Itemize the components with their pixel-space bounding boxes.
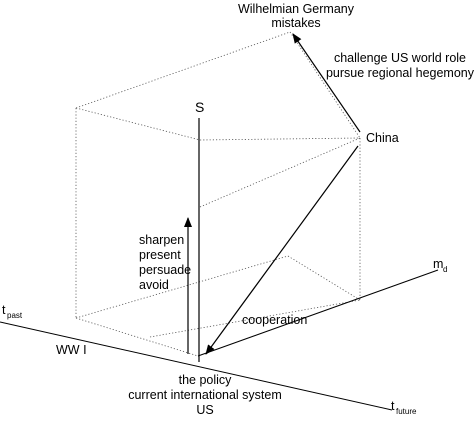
- regional-hegemony-label: pursue regional hegemony: [326, 66, 474, 80]
- persuade-label: persuade: [139, 263, 191, 277]
- wilhelmian-germany-label: Wilhelmian Germany: [238, 2, 355, 16]
- china-label: China: [366, 131, 399, 145]
- challenge-label: challenge US world role: [334, 51, 466, 65]
- us-label: US: [196, 403, 213, 417]
- current-international-system-label: current international system: [128, 388, 282, 402]
- m-axis-subscript: d: [443, 265, 447, 274]
- mistakes-label: mistakes: [271, 16, 320, 30]
- ww1-label: WW I: [56, 343, 87, 357]
- sharpen-label: sharpen: [139, 233, 184, 247]
- t-future-label: t: [391, 399, 395, 413]
- m-axis-line: [197, 269, 439, 357]
- cooperation-arrow: [205, 145, 359, 355]
- t-axis-line: [0, 321, 393, 411]
- the-policy-label: the policy: [179, 373, 233, 387]
- cooperation-label: cooperation: [242, 313, 307, 327]
- t-past-label: t: [2, 303, 6, 317]
- s-axis-label: S: [195, 99, 204, 115]
- challenge-arrow: [292, 33, 361, 133]
- present-label: present: [139, 248, 181, 262]
- dotted-guide-lines: [75, 31, 361, 357]
- t-future-subscript: future: [396, 407, 417, 416]
- avoid-label: avoid: [139, 278, 169, 292]
- t-past-subscript: past: [7, 311, 23, 320]
- m-axis-label: m: [433, 257, 443, 271]
